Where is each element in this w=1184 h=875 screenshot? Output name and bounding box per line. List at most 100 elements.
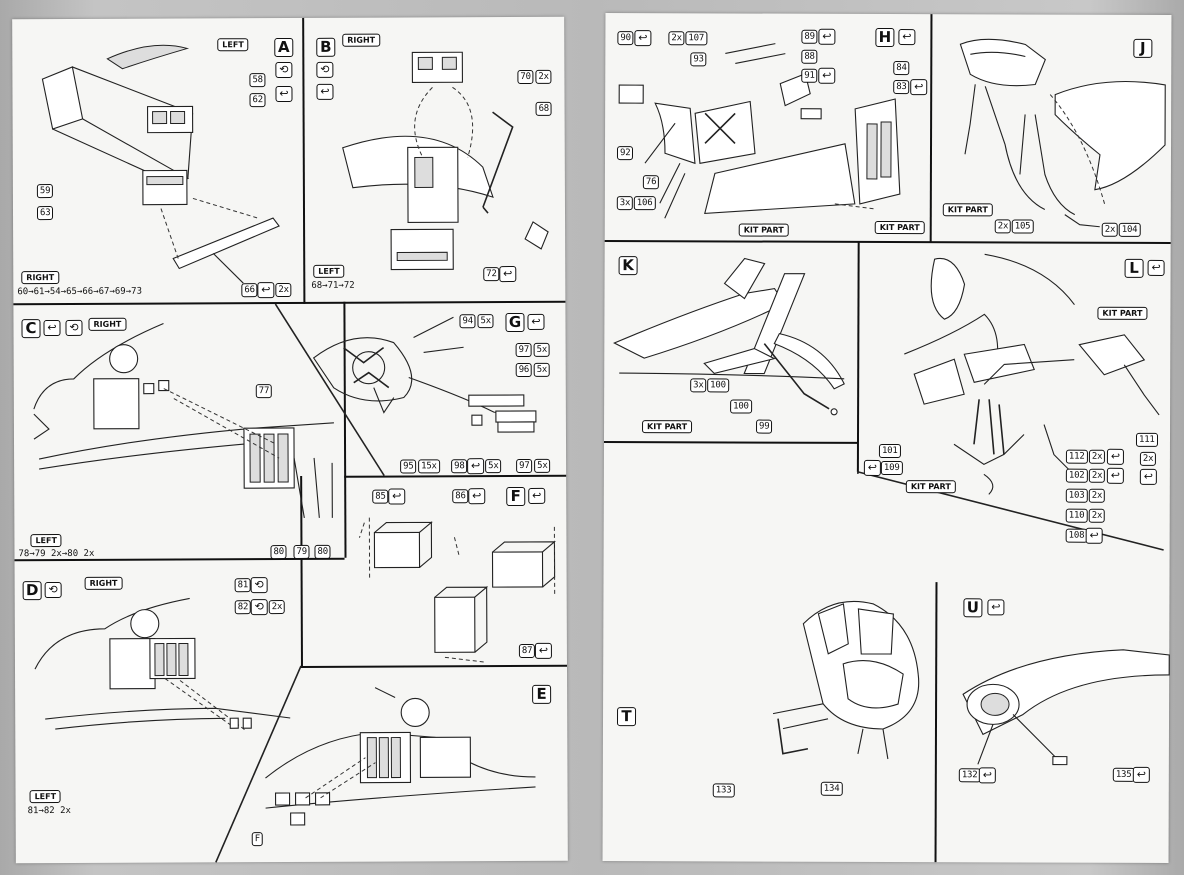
flip-icon: ↩ <box>978 767 996 784</box>
flip-icon: ↩ <box>499 266 517 283</box>
panel-b-drawing <box>342 52 548 270</box>
part-number: 93 <box>690 52 707 67</box>
part-number: 87 <box>518 643 536 659</box>
kit-part-tag: KIT PART <box>738 223 789 237</box>
part-number: 101 <box>878 443 901 459</box>
left-page: LEFT A ⟲ ↩ 58 62 59 63 RIGHT 60→61→54→65… <box>12 16 568 864</box>
flip-icon: ↩ <box>1106 448 1124 465</box>
part-number: 89 <box>801 29 818 44</box>
part-number: 95 <box>400 459 417 474</box>
panel-u-drawing <box>963 649 1169 765</box>
flip-icon: ↩ <box>468 488 486 505</box>
rotate-icon: ⟲ <box>250 577 268 594</box>
part-number: 135 <box>1112 767 1135 782</box>
flip-icon: ↩ <box>863 459 881 476</box>
left-page-drawings <box>12 17 568 863</box>
part-number: 134 <box>820 781 843 796</box>
part-number: 66 <box>241 283 258 298</box>
part-number: 103 <box>1065 488 1088 503</box>
part-number: 102 <box>1065 468 1088 483</box>
part-number: 58 <box>249 73 266 88</box>
flip-icon: ↩ <box>388 488 406 505</box>
part-number: 83 <box>893 80 910 95</box>
kit-part-tag: KIT PART <box>905 480 956 494</box>
panel-a-letter: A <box>274 37 294 58</box>
panel-h-drawing <box>619 43 901 219</box>
part-number: 104 <box>1118 222 1141 237</box>
right-page: 90 ↩ 2x 107 89 ↩ 88 93 91 ↩ H ↩ 84 83 ↩ … <box>602 13 1172 863</box>
quantity: 2x <box>1088 468 1106 483</box>
part-number: 91 <box>801 68 818 83</box>
panel-j-letter: J <box>1133 38 1153 58</box>
subassembly-ref: F <box>251 832 263 847</box>
kit-part-tag: KIT PART <box>1097 306 1148 320</box>
part-number: 80 <box>270 545 287 560</box>
part-number: 62 <box>249 93 266 108</box>
part-number: 81 <box>234 578 252 593</box>
part-number: 63 <box>36 206 54 221</box>
quantity: 2x <box>994 219 1012 234</box>
panel-e-letter: E <box>532 684 552 704</box>
rotate-icon: ⟲ <box>275 61 293 79</box>
part-number: 99 <box>756 419 773 434</box>
part-number: 76 <box>642 175 660 190</box>
flip-icon: ↩ <box>1147 259 1165 276</box>
part-number: 79 <box>293 544 310 559</box>
flip-icon: ↩ <box>1085 527 1103 544</box>
rotate-icon: ⟲ <box>65 319 83 336</box>
panel-d-side-tag: RIGHT <box>84 576 123 590</box>
quantity: 2x <box>268 600 286 615</box>
panel-g-letter: G <box>505 312 525 333</box>
part-number: 88 <box>801 49 818 64</box>
assembly-sequence: 78→79 2x→80 2x <box>18 548 95 560</box>
part-number: 111 <box>1135 432 1158 447</box>
flip-icon: ↩ <box>818 28 836 45</box>
part-number: 94 <box>459 314 476 329</box>
panel-b-sub-tag: LEFT <box>313 264 345 278</box>
part-number: 85 <box>372 489 389 504</box>
part-number: 110 <box>1065 508 1088 523</box>
part-number: 77 <box>255 384 273 399</box>
flip-icon: ↩ <box>1106 467 1124 484</box>
quantity: 2x <box>1088 488 1106 503</box>
part-number: 108 <box>1065 528 1088 543</box>
panel-c-drawing <box>33 323 334 519</box>
panel-k-letter: K <box>618 256 638 276</box>
part-number: 96 <box>515 362 533 378</box>
flip-icon: ↩ <box>1132 766 1150 783</box>
kit-part-tag: KIT PART <box>642 420 693 434</box>
panel-c-letter: C <box>21 319 41 339</box>
panel-d-letter: D <box>22 581 42 601</box>
panel-a-drawing <box>42 45 279 284</box>
quantity: 2x <box>1101 222 1119 237</box>
panel-l-drawing <box>904 254 1160 495</box>
part-number: 68 <box>535 101 553 116</box>
assembly-sequence: 60→61→54→65→66→67→69→73 <box>17 286 142 298</box>
flip-icon: ↩ <box>528 487 546 504</box>
assembly-sequence: 68→71→72 <box>311 280 355 291</box>
part-number: 132 <box>958 768 981 783</box>
panel-d-drawing <box>35 598 291 731</box>
part-number: 86 <box>452 489 469 504</box>
panel-b-side-tag: RIGHT <box>342 33 381 47</box>
panel-t-letter: T <box>616 707 637 727</box>
part-number: 72 <box>483 267 500 282</box>
part-number: 90 <box>617 31 634 46</box>
flip-icon: ↩ <box>275 85 293 103</box>
quantity: 2x <box>275 282 292 298</box>
quantity: 2x <box>535 69 552 84</box>
flip-icon: ↩ <box>316 83 334 100</box>
flip-icon: ↩ <box>818 67 836 84</box>
panel-f-drawing <box>359 517 555 663</box>
part-number: 100 <box>730 399 752 414</box>
flip-icon: ↩ <box>910 79 928 96</box>
panel-u-letter: U <box>963 598 983 618</box>
rotate-icon: ⟲ <box>44 581 62 599</box>
part-number: 107 <box>685 31 708 46</box>
flip-icon: ↩ <box>257 282 275 299</box>
quantity: 2x <box>1088 449 1106 464</box>
panel-e-drawing <box>265 687 536 825</box>
flip-icon: ↩ <box>1139 468 1157 485</box>
part-number: 82 <box>234 600 252 615</box>
